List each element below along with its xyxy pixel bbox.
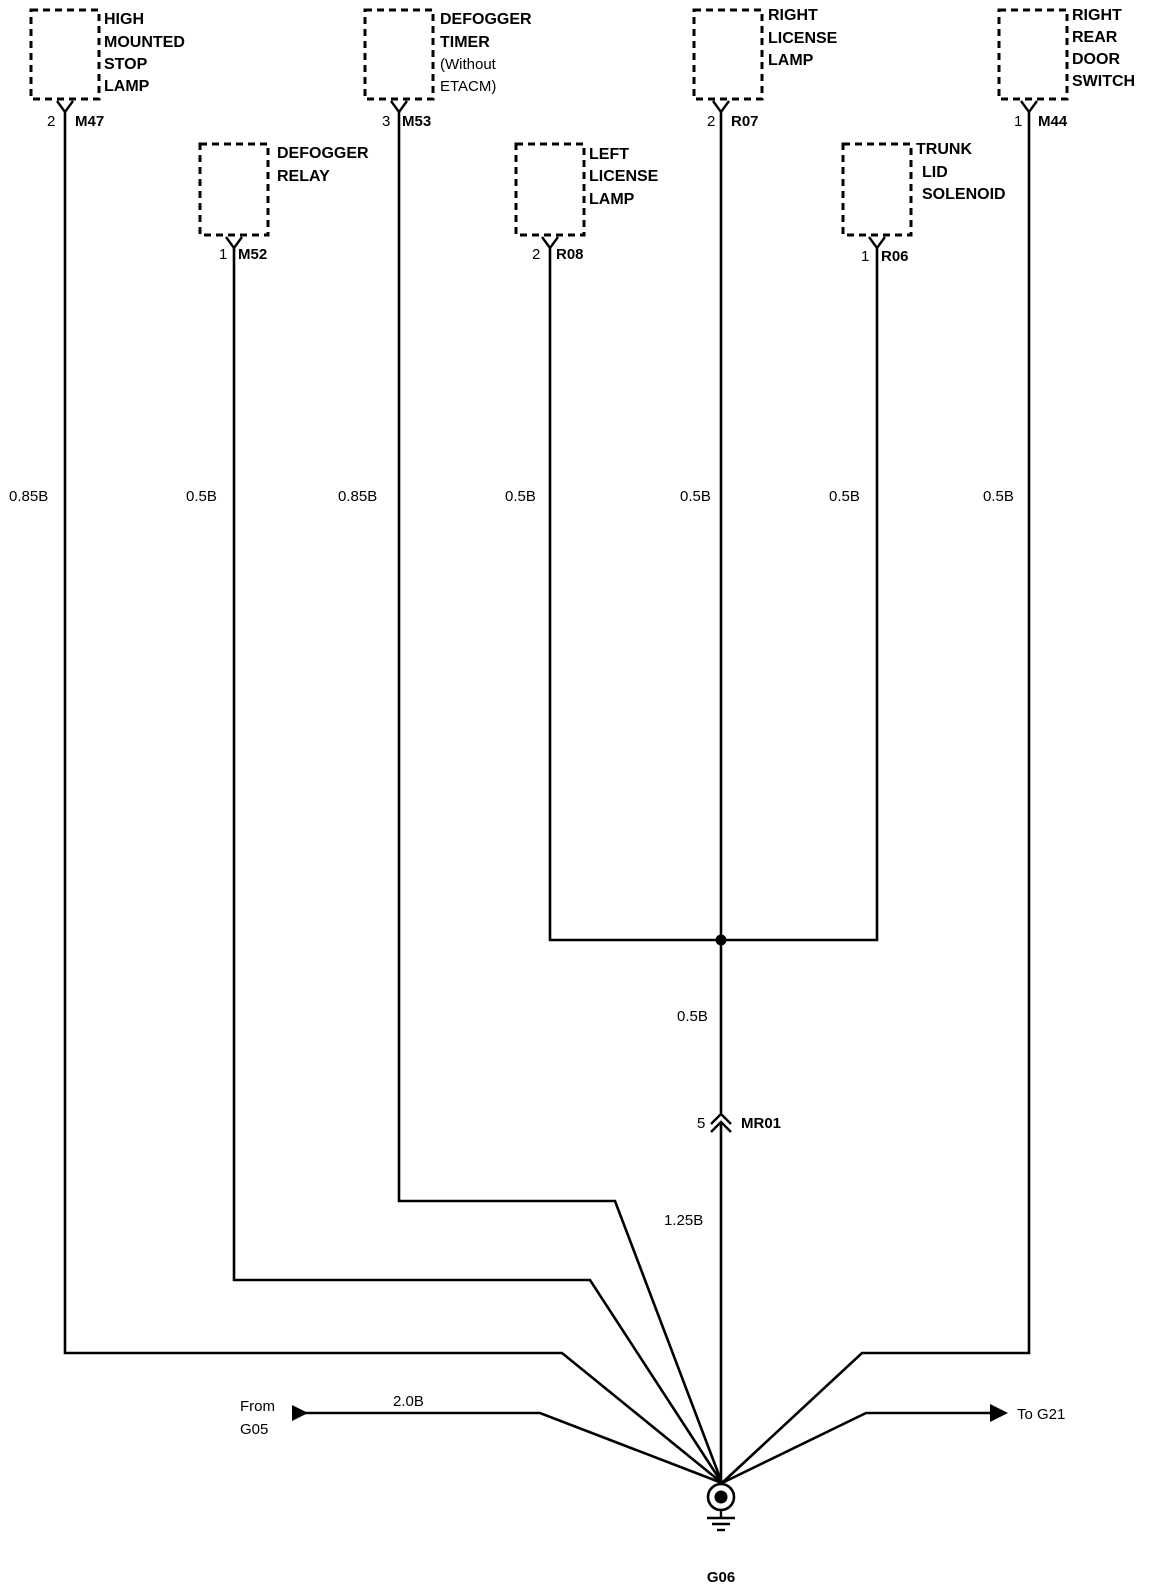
pin-number-m53: 3 (382, 113, 390, 130)
from-label-line1: From (240, 1398, 275, 1415)
splice-point (715, 934, 727, 946)
svg-text:LICENSE: LICENSE (589, 168, 659, 185)
connector-name-r07: R07 (731, 113, 759, 130)
pin-number-r06: 1 (861, 248, 869, 265)
wire-label-defogger-relay: 0.5B (186, 488, 217, 505)
svg-text:LAMP: LAMP (104, 78, 150, 95)
hmsl-label: HIGH MOUNTED STOP LAMP (104, 11, 185, 95)
connector-name-mr01: MR01 (741, 1115, 781, 1132)
to-label: To G21 (1017, 1406, 1065, 1423)
svg-text:SWITCH: SWITCH (1072, 73, 1135, 90)
svg-text:TRUNK: TRUNK (916, 141, 972, 158)
svg-text:HIGH: HIGH (104, 11, 144, 28)
connector-name-r06: R06 (881, 248, 909, 265)
pin-terminal-m44 (1020, 100, 1038, 115)
connector-name-m53: M53 (402, 113, 431, 130)
defogger-relay-label: DEFOGGER RELAY (277, 145, 369, 185)
wire-label-mr01-ground: 1.25B (664, 1212, 703, 1229)
pin-terminal-r07 (712, 100, 730, 115)
pin-number-r07: 2 (707, 113, 715, 130)
wire-from-g05 (300, 1411, 723, 1485)
pin-terminal-r06 (868, 236, 886, 251)
svg-text:REAR: REAR (1072, 29, 1118, 46)
svg-text:ETACM): ETACM) (440, 78, 496, 95)
pin-terminal-m53 (390, 100, 408, 115)
connector-name-m47: M47 (75, 113, 104, 130)
from-label-line2: G05 (240, 1421, 268, 1438)
to-arrow-icon (990, 1404, 1008, 1422)
right-license-lamp-box (692, 8, 764, 101)
svg-text:LAMP: LAMP (589, 191, 635, 208)
trunk-lid-solenoid-box (841, 142, 913, 237)
svg-text:RELAY: RELAY (277, 168, 330, 185)
svg-text:(Without: (Without (440, 56, 497, 73)
wire-label-hmsl: 0.85B (9, 488, 48, 505)
svg-text:LAMP: LAMP (768, 52, 814, 69)
defogger-relay-box (198, 142, 270, 237)
svg-text:RIGHT: RIGHT (768, 7, 818, 24)
defogger-timer-box (363, 8, 435, 101)
pin-number-m52: 1 (219, 246, 227, 263)
wire-defogger-timer (397, 112, 724, 1484)
svg-text:STOP: STOP (104, 56, 148, 73)
hmsl-box (29, 8, 101, 101)
wire-label-from-g05: 2.0B (393, 1393, 424, 1410)
connector-name-r08: R08 (556, 246, 584, 263)
pin-number-mr01: 5 (697, 1115, 705, 1132)
svg-text:MOUNTED: MOUNTED (104, 34, 185, 51)
pin-number-r08: 2 (532, 246, 540, 263)
svg-text:TIMER: TIMER (440, 34, 490, 51)
wire-label-trunk-lid: 0.5B (829, 488, 860, 505)
wire-label-defogger-timer: 0.85B (338, 488, 377, 505)
from-arrow-icon (292, 1405, 308, 1421)
wire-label-left-license: 0.5B (505, 488, 536, 505)
pin-number-m47: 2 (47, 113, 55, 130)
rr-door-switch-box (997, 8, 1069, 101)
right-license-lamp-label: RIGHT LICENSE LAMP (768, 7, 838, 69)
svg-text:LEFT: LEFT (589, 146, 629, 163)
wire-label-rr-door: 0.5B (983, 488, 1014, 505)
trunk-lid-solenoid-label: TRUNK LID SOLENOID (916, 141, 1006, 203)
wire-rr-door (721, 112, 1031, 1484)
left-license-lamp-label: LEFT LICENSE LAMP (589, 146, 659, 208)
svg-text:LID: LID (922, 164, 948, 181)
wire-label-right-license: 0.5B (680, 488, 711, 505)
rr-door-switch-label: RIGHT REAR DOOR SWITCH (1072, 7, 1135, 90)
ground-label: G06 (707, 1569, 735, 1586)
wire-to-g21 (721, 1411, 992, 1485)
inline-connector-chevron-upper (710, 1112, 732, 1125)
pin-terminal-m47 (56, 100, 74, 115)
svg-text:DEFOGGER: DEFOGGER (440, 11, 532, 28)
wire-hmsl (63, 112, 723, 1485)
svg-text:LICENSE: LICENSE (768, 30, 838, 47)
ground-icon (706, 1482, 736, 1532)
svg-text:RIGHT: RIGHT (1072, 7, 1122, 24)
inline-connector-chevron-lower (710, 1120, 732, 1133)
wire-label-splice: 0.5B (677, 1008, 708, 1025)
left-license-lamp-box (514, 142, 586, 237)
wire-left-license-trunk (548, 248, 879, 942)
wire-defogger-relay (232, 248, 724, 1484)
svg-text:SOLENOID: SOLENOID (922, 186, 1006, 203)
defogger-timer-label: DEFOGGER TIMER (Without ETACM) (440, 11, 532, 95)
pin-number-m44: 1 (1014, 113, 1022, 130)
svg-text:DEFOGGER: DEFOGGER (277, 145, 369, 162)
connector-name-m52: M52 (238, 246, 267, 263)
svg-text:DOOR: DOOR (1072, 51, 1120, 68)
connector-name-m44: M44 (1038, 113, 1068, 130)
